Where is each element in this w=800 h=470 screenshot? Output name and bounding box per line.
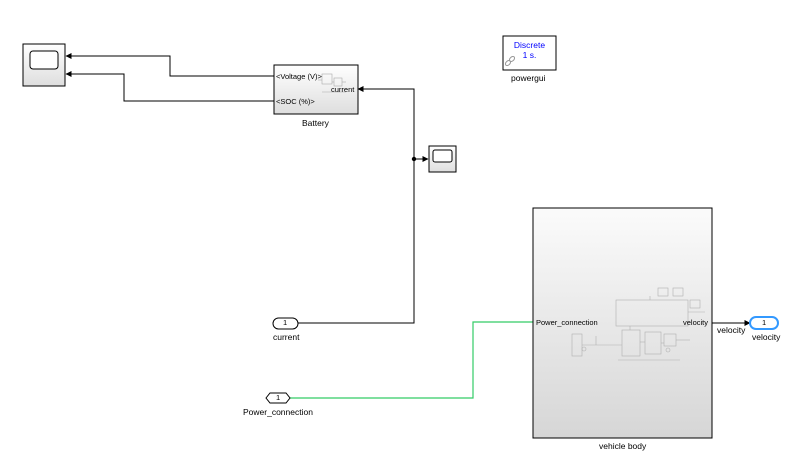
outport-velocity-name-label[interactable]: velocity (752, 332, 781, 342)
signal-velocity-label[interactable]: velocity (717, 325, 746, 335)
vehicle-body-port-out-label: velocity (683, 318, 709, 327)
vehicle-body-internal-icon (571, 287, 705, 361)
line-soc-to-scope[interactable] (65, 71, 274, 102)
line-voltage-to-scope[interactable] (65, 53, 274, 77)
inport-current-number: 1 (283, 318, 288, 327)
vehicle-body-block[interactable] (532, 207, 713, 439)
outport-velocity-block[interactable] (749, 316, 779, 330)
line-current-to-battery[interactable] (298, 86, 415, 324)
scope-left-block[interactable] (22, 43, 66, 87)
scope-screen-icon (432, 149, 453, 163)
branch-point (411, 156, 417, 162)
scope-screen-icon (29, 50, 59, 70)
inport-current-block[interactable] (272, 317, 299, 330)
battery-internal-icon (318, 73, 346, 93)
battery-port-soc-label: <SOC (%)> (276, 97, 315, 106)
battery-name-label[interactable]: Battery (302, 118, 329, 128)
scope-mid-block[interactable] (428, 145, 457, 173)
conn-power-number: 1 (276, 393, 281, 402)
conn-power-block[interactable] (265, 392, 291, 404)
conn-power-name-label[interactable]: Power_connection (243, 407, 313, 417)
battery-port-voltage-label: <Voltage (V)> (276, 72, 322, 81)
signal-lines (65, 53, 751, 399)
battery-port-current-label: current (331, 85, 355, 94)
powergui-line2: 1 s. (522, 50, 537, 60)
powergui-block[interactable] (502, 35, 557, 71)
inport-current-name-label[interactable]: current (273, 332, 300, 342)
physical-line-power-connection[interactable] (290, 321, 533, 399)
powergui-name-label[interactable]: powergui (511, 73, 546, 83)
vehicle-body-port-in-label: Power_connection (536, 318, 598, 327)
battery-block[interactable] (273, 64, 359, 115)
link-icon (504, 55, 516, 67)
vehicle-body-name-label[interactable]: vehicle body (599, 441, 647, 451)
outport-velocity-number: 1 (762, 318, 767, 327)
powergui-line1: Discrete (513, 40, 546, 50)
